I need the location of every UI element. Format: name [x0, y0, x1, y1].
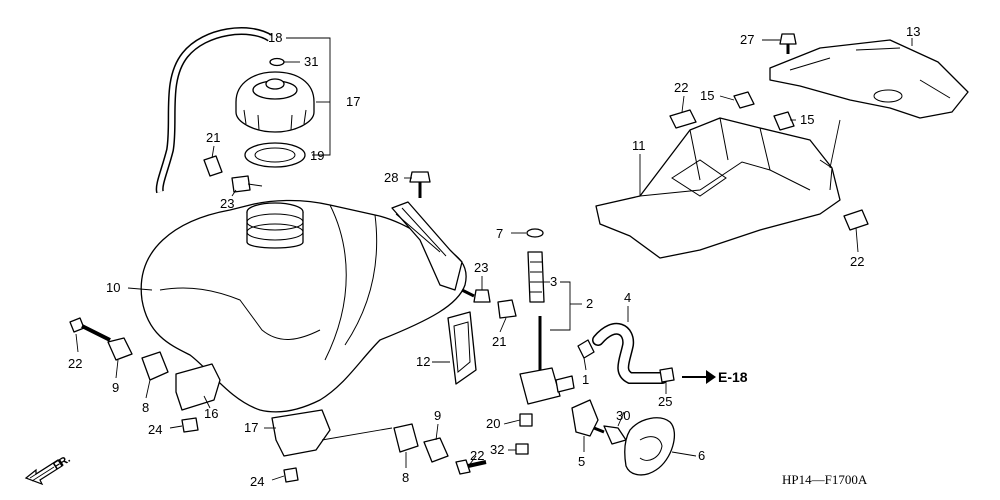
callout-9-right: 9 [434, 408, 441, 423]
front-arrow-icon [24, 459, 63, 486]
rubber-pad-23-lower [843, 209, 869, 231]
cap-gasket [244, 142, 306, 168]
callout-1: 1 [582, 372, 589, 387]
drawing-code: HP14—F1700A [782, 472, 868, 487]
callout-21: 20 [486, 416, 500, 431]
callout-3: 3 [550, 274, 557, 289]
bolt-28 [779, 33, 797, 45]
grommet-15-left [733, 91, 755, 109]
holder-5 [571, 399, 599, 437]
callout-8-right: 8 [402, 470, 409, 485]
washer-7 [526, 228, 544, 238]
callout-2: 2 [586, 296, 593, 311]
bolt-24-lower [455, 459, 471, 475]
callout-6: 6 [698, 448, 705, 463]
bolt-24-left [69, 317, 85, 333]
tank-rear-bracket [391, 201, 463, 291]
rubber-mount-8-right [393, 423, 419, 453]
bracket-16 [175, 363, 221, 411]
callout-15-right: 15 [800, 112, 814, 127]
bolt-25-lower [473, 289, 491, 303]
callout-27: 25 [658, 394, 672, 409]
callout-16: 16 [204, 406, 218, 421]
fuel-cap-boss [265, 78, 285, 90]
callout-9-left: 9 [112, 380, 119, 395]
clip-31 [269, 57, 285, 67]
collar-9-right [423, 437, 449, 463]
callout-22-lower: 21 [492, 334, 506, 349]
callout-32: 32 [490, 442, 504, 457]
callout-29: 28 [384, 170, 398, 185]
hose-clip-1 [577, 339, 595, 359]
callout-31: 31 [304, 54, 318, 69]
fuel-valve [519, 367, 561, 405]
reference-arrow [682, 370, 716, 384]
callout-30: 30 [616, 408, 630, 423]
reference-label: E-18 [718, 369, 748, 385]
grommet-22-lower [497, 299, 517, 319]
callout-12: 12 [416, 354, 430, 369]
fuel-strainer [527, 251, 545, 303]
guard-plate-12 [447, 311, 477, 385]
callout-25-lower: 23 [474, 260, 488, 275]
callout-13: 13 [906, 24, 920, 39]
breather-tube-inner [157, 28, 272, 193]
callout-labels: 18 31 17 19 21 23 28 10 23 22 9 8 16 24 … [68, 24, 920, 489]
callout-18: 17 [346, 94, 360, 109]
rubber-pad-23-upper [669, 109, 697, 129]
bolt-26-lower [283, 467, 299, 483]
callout-19: 18 [268, 30, 282, 45]
upper-plate-13 [769, 39, 969, 119]
bolt-26-upper [181, 417, 199, 433]
callout-15-left: 15 [700, 88, 714, 103]
callout-10: 10 [106, 280, 120, 295]
callout-26-upper: 24 [148, 422, 162, 437]
leader-lines [75, 37, 913, 481]
callout-28: 27 [740, 32, 754, 47]
fuel-valve-outlet [555, 375, 575, 393]
callout-11: 11 [632, 138, 646, 153]
rubber-mount-8-left [141, 351, 169, 381]
callout-23-upper: 22 [674, 80, 688, 95]
callout-22-upper: 21 [206, 130, 220, 145]
callout-26-lower: 24 [250, 474, 264, 489]
callout-17: 17 [244, 420, 258, 435]
clip-27 [659, 367, 675, 383]
bolt-30 [603, 425, 627, 445]
grommet-22-upper [203, 155, 223, 177]
screw-32 [515, 443, 529, 455]
fuel-tank [140, 199, 467, 413]
callout-20: 19 [310, 148, 324, 163]
callout-23-lower: 22 [850, 254, 864, 269]
drain-screw-21 [519, 413, 533, 427]
callout-7: 7 [496, 226, 503, 241]
callout-24-lower: 22 [470, 448, 484, 463]
collar-9-left [107, 337, 133, 361]
callout-5: 5 [578, 454, 585, 469]
callout-8-left: 8 [142, 400, 149, 415]
grommet-15-right [773, 111, 795, 131]
lower-tray-11 [595, 117, 841, 259]
bolt-29 [409, 171, 431, 183]
bolt-25-upper [231, 175, 251, 193]
callout-24-left: 22 [68, 356, 82, 371]
front-direction-indicator: FR. [24, 453, 73, 486]
callout-4: 4 [624, 290, 631, 305]
bracket-17 [271, 409, 331, 457]
valve-cover-6 [624, 417, 675, 476]
callout-25-upper: 23 [220, 196, 234, 211]
